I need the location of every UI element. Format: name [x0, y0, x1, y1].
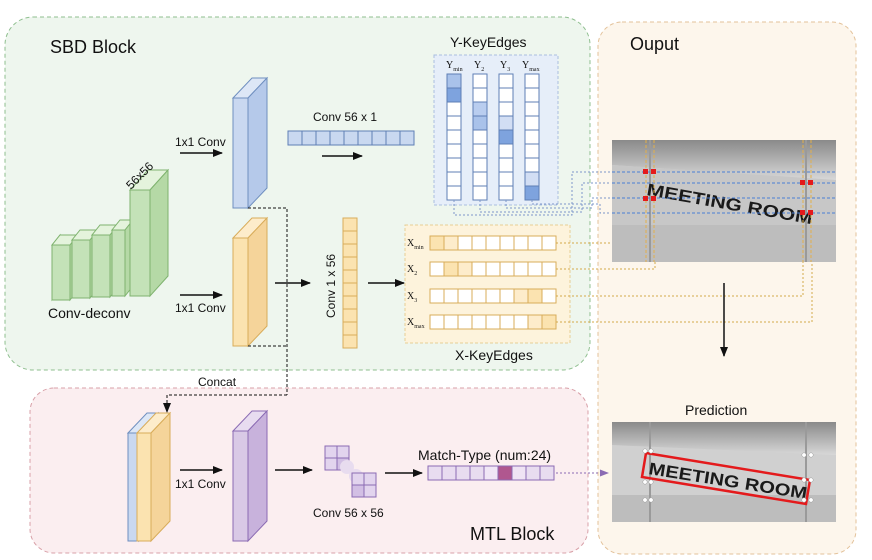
x-max-base: X: [407, 317, 415, 328]
svg-text:Ymin: Ymin: [446, 60, 463, 73]
conv-1x1-mid-label: 1x1 Conv: [175, 301, 226, 315]
concat-path-down: [163, 394, 287, 413]
x-row-max: [429, 314, 557, 330]
x-2-sub: 2: [414, 271, 417, 277]
y-2-base: Y: [474, 60, 481, 71]
y-connectors: [453, 171, 610, 216]
conv-1x1-top-label: 1x1 Conv: [175, 135, 226, 149]
prediction-label: Prediction: [685, 402, 747, 418]
y-column-2: [472, 73, 488, 201]
conv-deconv-stack: [50, 168, 170, 302]
x-3-sub: 3: [414, 298, 417, 304]
output-keyedge-markers: [612, 140, 836, 262]
conv-deconv-label: Conv-deconv: [48, 305, 131, 321]
y-min-base: Y: [446, 60, 453, 71]
y-keyedges-title: Y-KeyEdges: [450, 34, 527, 50]
concat-feature-map: [126, 411, 172, 543]
svg-text:Y3: Y3: [500, 60, 510, 73]
x-row-3: [429, 288, 557, 304]
conv-1x1-bottom-label: 1x1 Conv: [175, 477, 226, 491]
x-row-labels: Xmin X2 X3 Xmax: [407, 238, 425, 330]
y-3-sub: 3: [507, 67, 510, 73]
svg-text:Ymax: Ymax: [522, 60, 540, 73]
y-column-3: [498, 73, 514, 201]
svg-text:X3: X3: [407, 291, 417, 304]
y-max-base: Y: [522, 60, 529, 71]
concat-path-top: [248, 207, 288, 395]
conv-56x56-kernels: [324, 445, 377, 498]
y-3-base: Y: [500, 60, 507, 71]
y-keyedges-grid: [446, 73, 540, 201]
prediction-bounding-box: [640, 451, 812, 506]
y-column-min: [446, 73, 462, 201]
x-min-sub: min: [414, 245, 423, 251]
match-type-label: Match-Type (num:24): [418, 447, 551, 463]
y-min-sub: min: [453, 67, 462, 73]
svg-text:Y2: Y2: [474, 60, 484, 73]
x-3-base: X: [407, 291, 415, 302]
blue-feature-map: [231, 76, 269, 210]
prediction-image: MEETING ROOM: [612, 422, 836, 522]
conv-1x56-label: Conv 1 x 56: [324, 254, 338, 318]
sbd-block-title: SBD Block: [50, 37, 137, 57]
y-max-sub: max: [529, 67, 539, 73]
conv-56x1-vector: [287, 130, 415, 146]
x-keyedges-title: X-KeyEdges: [455, 347, 533, 363]
x-min-base: X: [407, 238, 415, 249]
x-keyedges-grid: [429, 235, 557, 330]
svg-text:X2: X2: [407, 264, 417, 277]
conv-1x56-vector: [342, 217, 358, 349]
svg-text:Xmax: Xmax: [407, 317, 425, 330]
y-2-sub: 2: [481, 67, 484, 73]
y-column-max: [524, 73, 540, 201]
mtl-block-title: MTL Block: [470, 524, 555, 544]
concat-label: Concat: [198, 375, 237, 389]
x-row-min: [429, 235, 557, 251]
conv-56x1-label: Conv 56 x 1: [313, 110, 377, 124]
y-column-labels: Ymin Y2 Y3 Ymax: [446, 60, 540, 73]
x-max-sub: max: [414, 324, 424, 330]
svg-text:Xmin: Xmin: [407, 238, 424, 251]
yellow-feature-map: [231, 216, 269, 348]
conv-56x56-label: Conv 56 x 56: [313, 506, 384, 520]
match-type-vector: [427, 465, 555, 481]
x-row-2: [429, 261, 557, 277]
output-title: Ouput: [630, 34, 679, 54]
output-image-top: MEETING ROOM: [612, 140, 836, 262]
purple-feature-map: [231, 409, 269, 543]
x-2-base: X: [407, 264, 415, 275]
